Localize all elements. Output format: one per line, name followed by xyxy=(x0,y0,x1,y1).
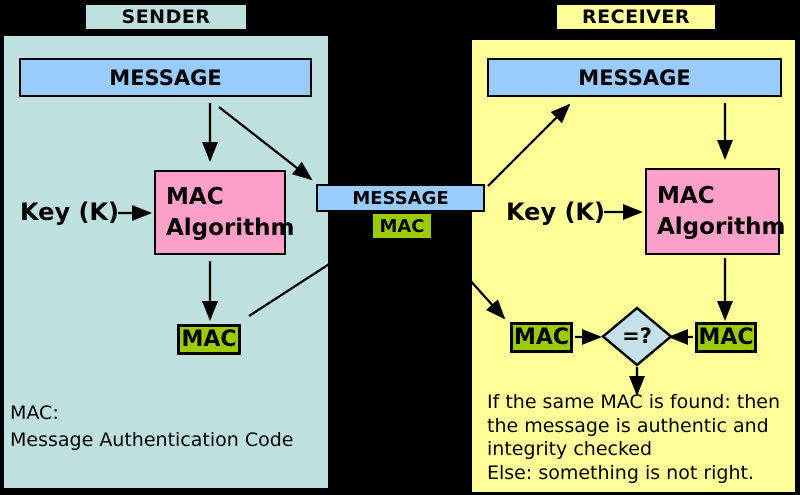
mac-footnote: MAC: Message Authentication Code xyxy=(10,400,293,454)
line-sender-mac-to-transmission xyxy=(248,236,372,317)
result-line-1: If the same MAC is found: then xyxy=(487,391,781,413)
result-line-4: Else: something is not right. xyxy=(487,461,755,484)
receiver-mac-algorithm-box: MAC Algorithm xyxy=(645,168,786,255)
receiver-algorithm-line2: Algorithm xyxy=(657,213,786,240)
arrow-sender-message-to-transmission xyxy=(218,106,313,181)
sender-message-box: MESSAGE xyxy=(19,58,312,97)
mac-footnote-line1: MAC: xyxy=(10,402,59,424)
sender-mac-box: MAC xyxy=(177,324,241,355)
receiver-key-label: Key (K) xyxy=(506,198,605,226)
transmitted-message-box: MESSAGE xyxy=(316,184,485,212)
sender-algorithm-line1: MAC xyxy=(166,183,224,210)
sender-key-label: Key (K) xyxy=(20,198,119,226)
transmitted-mac-box: MAC xyxy=(373,214,431,238)
sender-panel xyxy=(4,36,328,488)
result-line-2: the message is authentic and xyxy=(487,414,769,437)
receiver-message-box: MESSAGE xyxy=(487,58,782,97)
sender-algorithm-line2: Algorithm xyxy=(166,214,295,241)
receiver-computed-mac-box: MAC xyxy=(695,322,757,353)
sender-title: SENDER xyxy=(84,3,248,31)
comparison-diamond xyxy=(601,306,673,367)
comparison-label: =? xyxy=(622,324,652,348)
receiver-title: RECEIVER xyxy=(555,3,717,31)
receiver-received-mac-box: MAC xyxy=(510,322,573,353)
mac-footnote-line2: Message Authentication Code xyxy=(10,429,294,451)
arrow-transmission-to-receiver-message xyxy=(487,103,571,187)
arrow-transmission-to-received-mac xyxy=(431,237,506,320)
result-line-3: integrity checked xyxy=(487,438,653,460)
receiver-algorithm-line1: MAC xyxy=(657,182,715,209)
receiver-panel xyxy=(472,40,795,492)
comparison-result-text: If the same MAC is found: then the messa… xyxy=(487,391,780,485)
sender-mac-algorithm-box: MAC Algorithm xyxy=(154,170,295,255)
